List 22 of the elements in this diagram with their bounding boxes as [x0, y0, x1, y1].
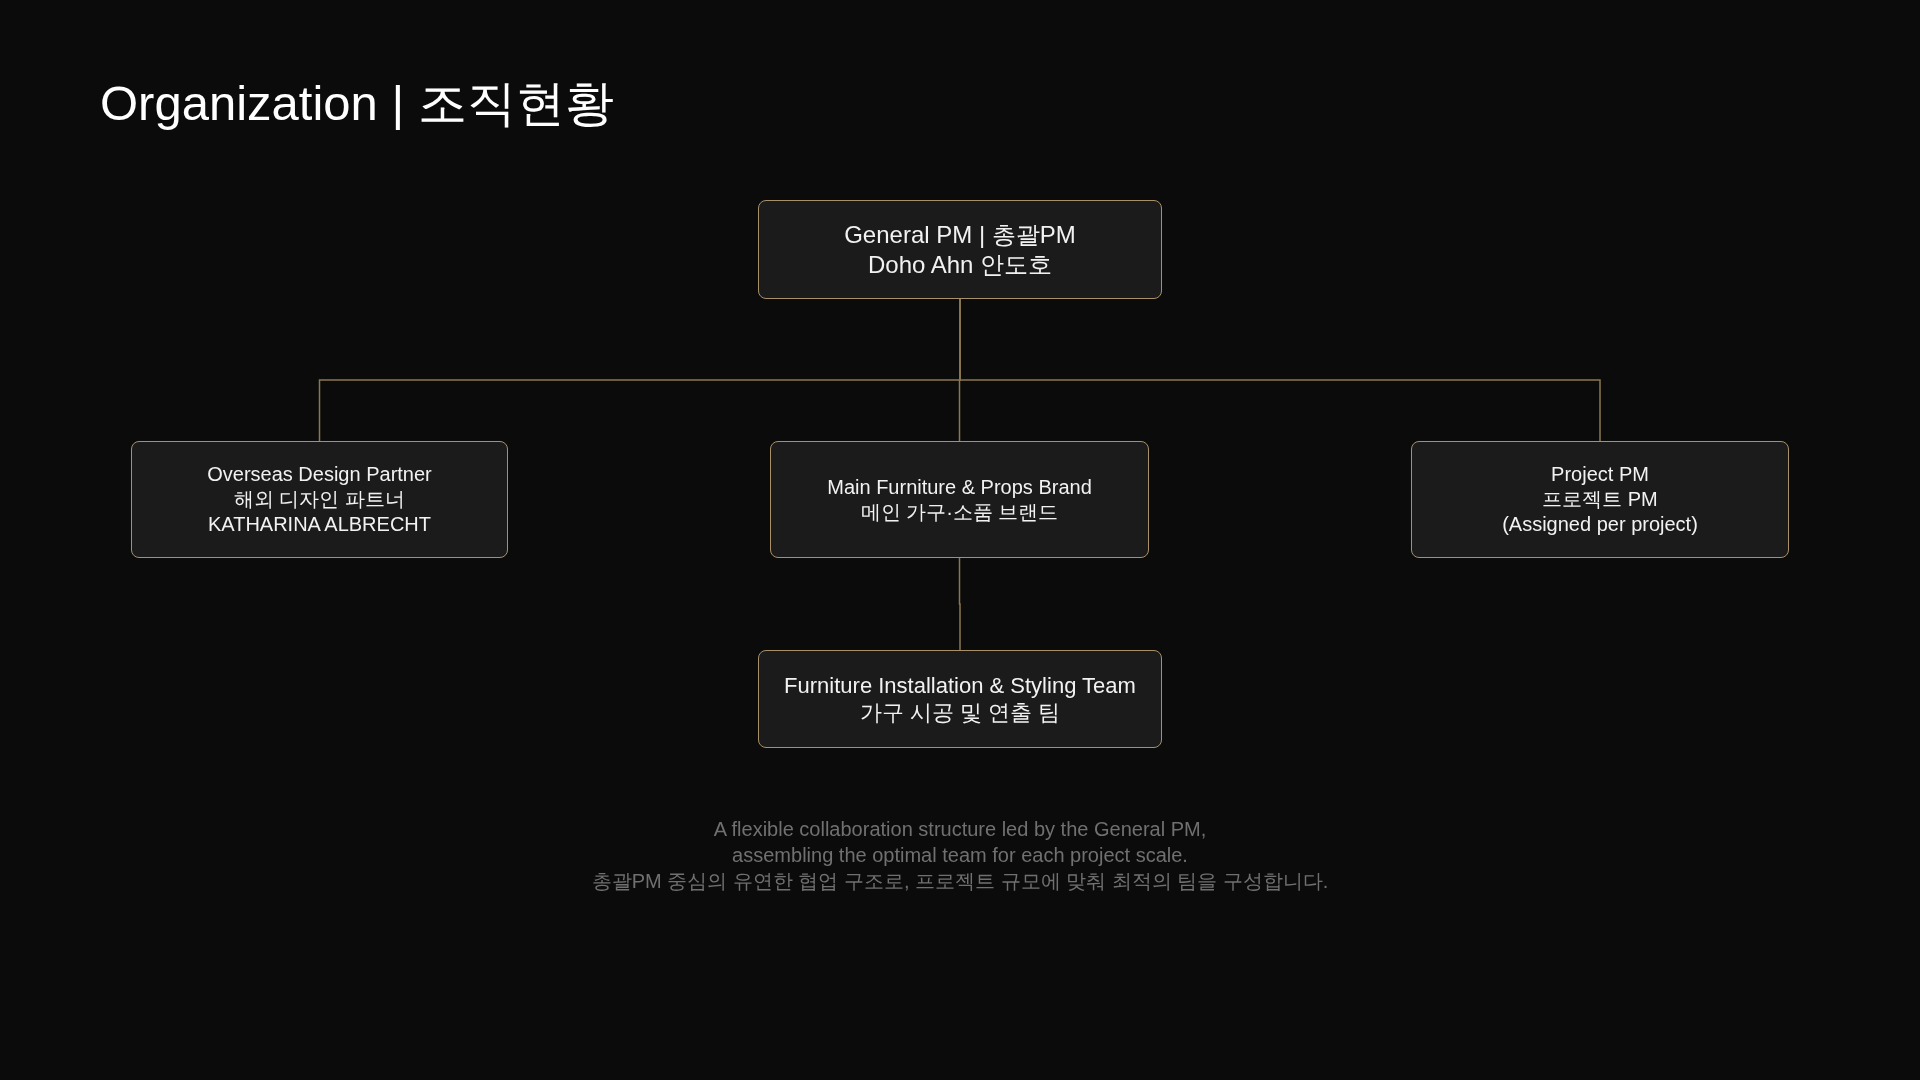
role-title: Project PM [1551, 462, 1649, 487]
role-detail: (Assigned per project) [1502, 512, 1698, 537]
caption-note: 총괄PM 중심의 유연한 협업 구조로, 프로젝트 규모에 맞춰 최적의 팀을 구성합니다. [591, 869, 1329, 894]
role-detail: KATHARINA ALBRECHT [208, 512, 431, 537]
role-title: Furniture Installation & Styling Team [784, 671, 1136, 699]
role-title: Overseas Design Partner [207, 462, 432, 487]
org-box [758, 200, 1162, 299]
org-box [758, 650, 1162, 748]
role-title: Main Furniture & Props Brand [827, 474, 1092, 500]
caption-text: A flexible collaboration structure led by the General PM, assembling the optimal team for each project scale. [712, 817, 1208, 868]
org-box [131, 441, 508, 558]
role-title: General PM | 총괄PM [844, 219, 1076, 250]
page-title: Organization | 조직현황 [100, 75, 614, 132]
role-detail: 프로젝트 PM [1542, 487, 1658, 512]
role-detail: 해외 디자인 파트너 [233, 487, 406, 512]
role-detail: 메인 가구·소품 브랜드 [860, 499, 1059, 525]
role-detail: 가구 시공 및 연출 팀 [859, 699, 1061, 727]
connector-line [958, 557, 961, 651]
connector-line [959, 298, 1601, 442]
org-box [770, 441, 1149, 558]
org-box [1411, 441, 1789, 558]
role-detail: Doho Ahn 안도호 [867, 249, 1053, 280]
